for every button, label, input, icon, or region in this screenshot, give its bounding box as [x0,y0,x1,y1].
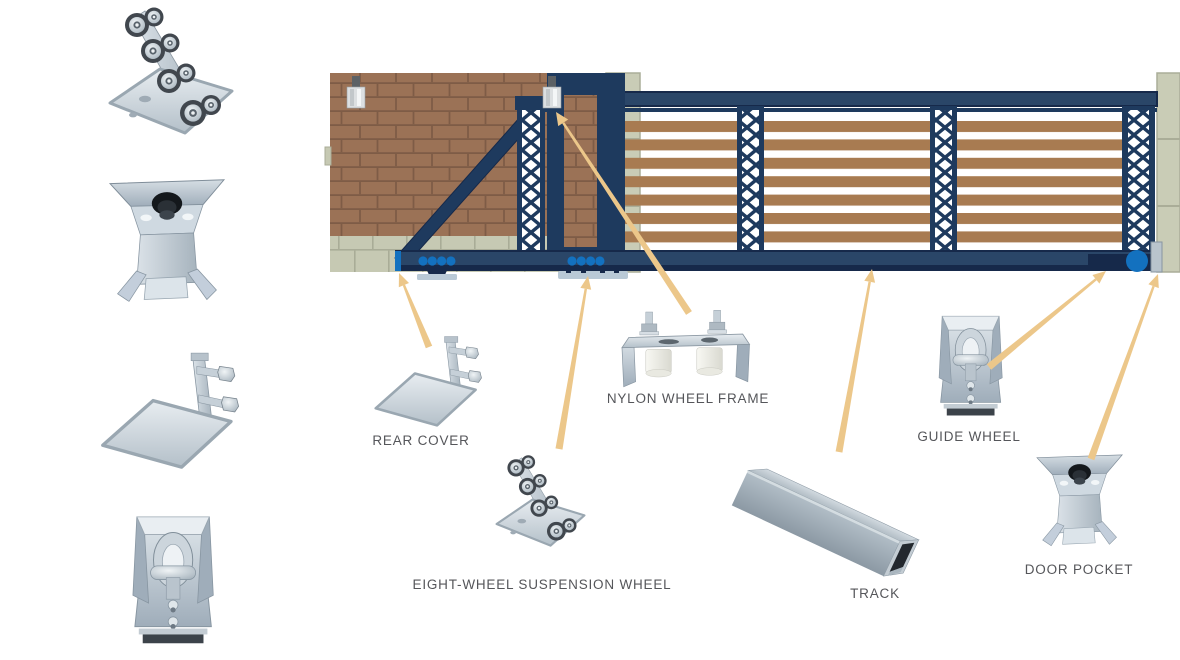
door-pocket-photo [109,179,225,302]
gate-lattice-column [517,100,545,254]
label-guide-wheel: GUIDE WHEEL [917,429,1021,444]
callout-arrow-track [835,269,876,453]
callout-arrow-rear-cover [398,273,433,349]
callout-arrow-door-pocket [1087,274,1159,461]
gate-bottom-rail [395,250,1158,268]
callout-arrow-nylon-wheel-frame [556,112,692,315]
sliding-gate-illustration [394,73,1163,280]
concrete-pillar-right [1156,72,1180,273]
label-door-pocket: DOOR POCKET [1024,562,1134,577]
nylon-wheel-frame-image [621,309,750,388]
label-eight-wheel-suspension-wheel: EIGHT-WHEEL SUSPENSION WHEEL [412,577,672,592]
rear-cover-mounted [395,251,401,271]
gate-top-subrail [545,108,1157,112]
guide-wheel-mounted [1126,250,1148,272]
suspension-trolley-mounted [567,256,605,266]
door-pocket-image [1036,454,1123,547]
gate-slat-panel [625,121,737,244]
gate-bottom-rail-shadow [396,265,1157,271]
guide-wheel-photo [132,516,214,644]
callout-arrow-eight-wheel [555,276,592,450]
label-track: TRACK [850,586,900,601]
callout-arrows [398,112,1159,461]
gate-lattice-column [930,106,957,254]
gate-lattice-column [1122,106,1155,254]
eight-wheel-suspension-wheel-image [495,454,586,547]
left-product-gallery [101,6,241,644]
gate-slat-panel [957,121,1122,244]
track-image [731,461,920,584]
suspension-trolley-mounted [417,256,457,280]
rear-cover-photo [101,351,241,469]
label-rear-cover: REAR COVER [372,433,470,448]
gate-slat-panel [764,121,930,244]
wall-bracket [324,146,332,166]
rear-cover-image [374,335,483,427]
label-nylon-wheel-frame: NYLON WHEEL FRAME [606,391,770,406]
callout-arrow-guide-wheel [986,271,1106,370]
eight-wheel-suspension-wheel-photo [108,6,234,135]
gate-lattice-column [737,106,764,254]
door-pocket-mounted [1150,241,1163,273]
gate-top-rail [544,91,1158,107]
